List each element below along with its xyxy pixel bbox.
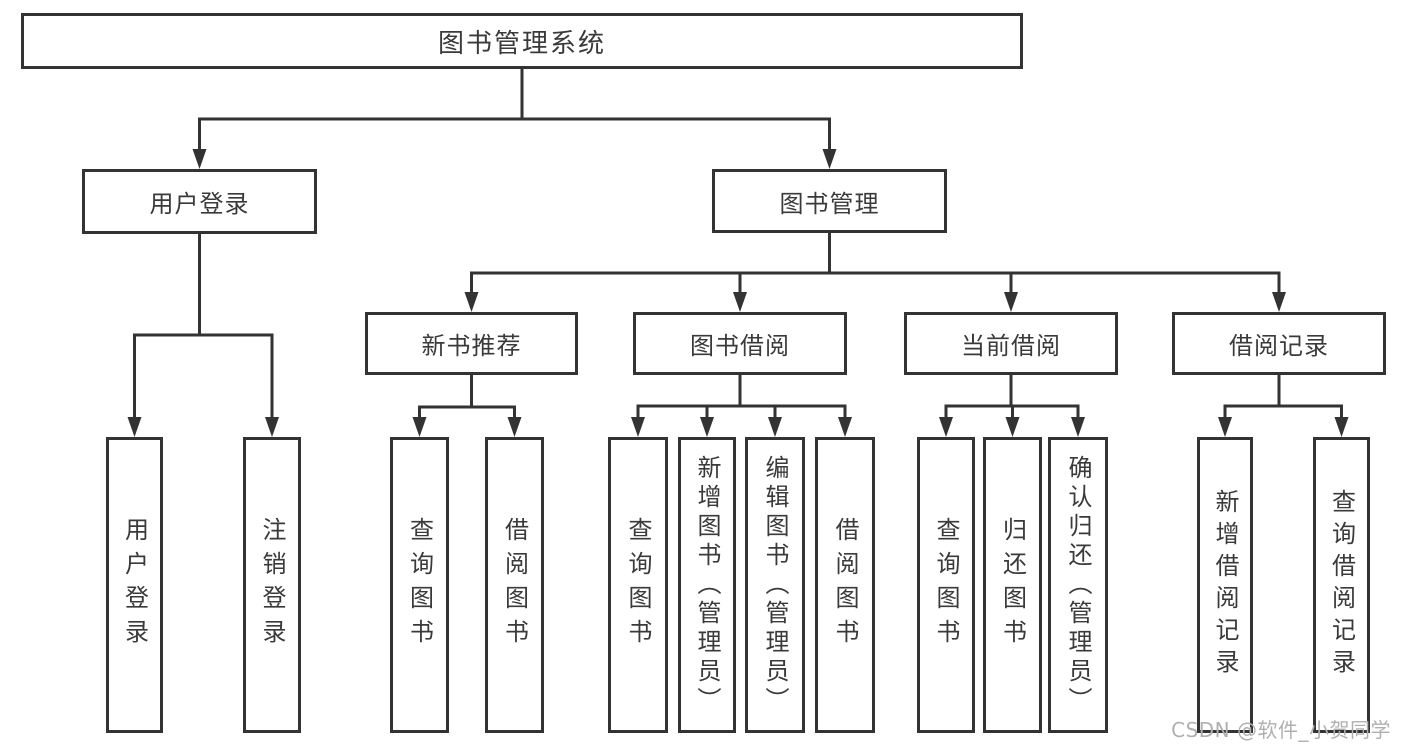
edges-from-system bbox=[198, 67, 831, 153]
watermark: CSDN @软件_小贺同学 bbox=[1171, 718, 1391, 742]
edges-from-book-borrow bbox=[636, 373, 847, 421]
arrowhead-leaf-logout bbox=[265, 417, 279, 437]
node-label: 查询图书 bbox=[405, 517, 434, 653]
node-leaf-cu-confirm: 确认归还（管理员） bbox=[1048, 437, 1108, 733]
node-leaf-logout: 注销登录 bbox=[243, 437, 301, 733]
node-leaf-bw-borrow: 借阅图书 bbox=[815, 437, 875, 733]
node-label: 借阅图书 bbox=[500, 517, 529, 653]
node-leaf-nb-query: 查询图书 bbox=[390, 437, 449, 733]
edges-from-new-book-rec bbox=[418, 373, 516, 421]
arrowhead-leaf-nb-query bbox=[412, 417, 427, 437]
node-leaf-cu-query: 查询图书 bbox=[917, 437, 975, 733]
arrowhead-leaf-cu-return bbox=[1005, 417, 1020, 437]
arrowhead-leaf-bw-add bbox=[700, 417, 714, 437]
node-label: 编辑图书（管理员） bbox=[761, 454, 789, 716]
node-label: 用户登录 bbox=[120, 517, 149, 653]
arrowhead-leaf-rc-query bbox=[1334, 417, 1349, 437]
node-leaf-bw-add: 新增图书（管理员） bbox=[678, 437, 736, 733]
node-book-borrow: 图书借阅 bbox=[633, 312, 847, 375]
node-leaf-rc-query: 查询借阅记录 bbox=[1313, 437, 1370, 733]
node-leaf-user-login: 用户登录 bbox=[106, 437, 163, 733]
node-user-login: 用户登录 bbox=[82, 169, 317, 234]
node-book-mgmt: 图书管理 bbox=[712, 169, 947, 233]
arrowhead-leaf-bw-query bbox=[631, 417, 645, 437]
edges-from-borrow-records bbox=[1223, 373, 1343, 421]
arrowhead-leaf-cu-confirm bbox=[1071, 417, 1085, 437]
arrowhead-leaf-bw-edit bbox=[768, 417, 782, 437]
arrowhead-user-login bbox=[192, 149, 207, 169]
edges-from-current-borrow bbox=[944, 373, 1080, 421]
arrowhead-leaf-user-login bbox=[127, 417, 142, 437]
node-label: 确认归还（管理员） bbox=[1064, 454, 1092, 716]
node-label: 归还图书 bbox=[998, 517, 1027, 653]
node-leaf-cu-return: 归还图书 bbox=[983, 437, 1042, 733]
node-new-book-rec: 新书推荐 bbox=[365, 312, 578, 375]
arrowhead-current-borrow bbox=[1004, 292, 1018, 312]
arrowhead-borrow-records bbox=[1272, 292, 1286, 312]
arrowhead-book-borrow bbox=[733, 292, 747, 312]
arrowhead-leaf-bw-borrow bbox=[838, 417, 852, 437]
node-system: 图书管理系统 bbox=[21, 13, 1023, 69]
node-label: 查询图书 bbox=[624, 517, 652, 653]
arrowhead-book-mgmt bbox=[822, 149, 837, 169]
node-borrow-records: 借阅记录 bbox=[1172, 312, 1386, 375]
arrowhead-new-book-rec bbox=[464, 292, 479, 312]
node-leaf-bw-edit: 编辑图书（管理员） bbox=[745, 437, 805, 733]
node-label: 新增图书（管理员） bbox=[693, 454, 721, 716]
node-label: 新增借阅记录 bbox=[1211, 489, 1239, 681]
node-leaf-bw-query: 查询图书 bbox=[608, 437, 668, 733]
node-leaf-nb-borrow: 借阅图书 bbox=[485, 437, 544, 733]
arrowhead-leaf-nb-borrow bbox=[507, 417, 522, 437]
node-label: 查询借阅记录 bbox=[1327, 489, 1356, 681]
arrowhead-leaf-cu-query bbox=[939, 417, 953, 437]
node-label: 借阅图书 bbox=[831, 517, 859, 653]
arrowhead-leaf-rc-add bbox=[1218, 417, 1232, 437]
edges-from-user-login bbox=[133, 232, 274, 421]
node-leaf-rc-add: 新增借阅记录 bbox=[1197, 437, 1253, 733]
node-label: 查询图书 bbox=[932, 517, 960, 653]
node-current-borrow: 当前借阅 bbox=[904, 312, 1118, 375]
node-label: 注销登录 bbox=[258, 517, 286, 653]
edges-from-book-mgmt bbox=[470, 231, 1281, 296]
